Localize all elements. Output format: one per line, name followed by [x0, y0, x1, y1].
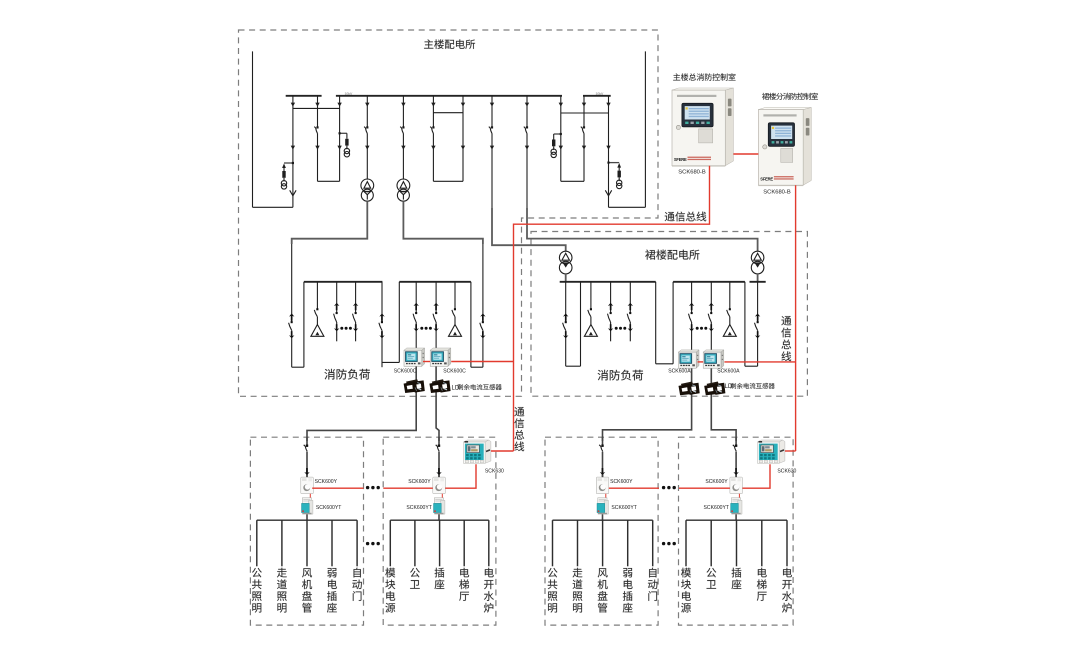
svg-text:SCK600C: SCK600C	[443, 368, 466, 374]
svg-text:SCK600YT: SCK600YT	[611, 505, 636, 511]
svg-text:SCK600Y: SCK600Y	[315, 479, 338, 485]
svg-text:SCK600YT: SCK600YT	[704, 505, 729, 511]
svg-text:SCK680-B: SCK680-B	[678, 170, 706, 176]
svg-text:SCK680-B: SCK680-B	[763, 190, 791, 196]
svg-text:10kV: 10kV	[596, 92, 604, 96]
svg-text:10kV: 10kV	[345, 92, 353, 96]
svg-text:SCK600Y: SCK600Y	[408, 479, 431, 485]
svg-text:SFERE: SFERE	[674, 157, 687, 162]
svg-text:SCK630: SCK630	[485, 469, 504, 475]
svg-text:SCK600YT: SCK600YT	[406, 505, 431, 511]
svg-text:SFERE: SFERE	[760, 176, 773, 181]
svg-text:SCK600A: SCK600A	[668, 368, 691, 374]
svg-text:SCK600YT: SCK600YT	[316, 505, 341, 511]
svg-text:SCK600Y: SCK600Y	[705, 479, 728, 485]
svg-text:LD: LD	[725, 384, 733, 390]
svg-text:SCK600Y: SCK600Y	[610, 479, 633, 485]
svg-text:SCK630: SCK630	[777, 469, 796, 475]
svg-text:SCK600C: SCK600C	[394, 368, 417, 374]
svg-text:LD: LD	[452, 385, 460, 391]
svg-text:SCK600A: SCK600A	[717, 368, 740, 374]
